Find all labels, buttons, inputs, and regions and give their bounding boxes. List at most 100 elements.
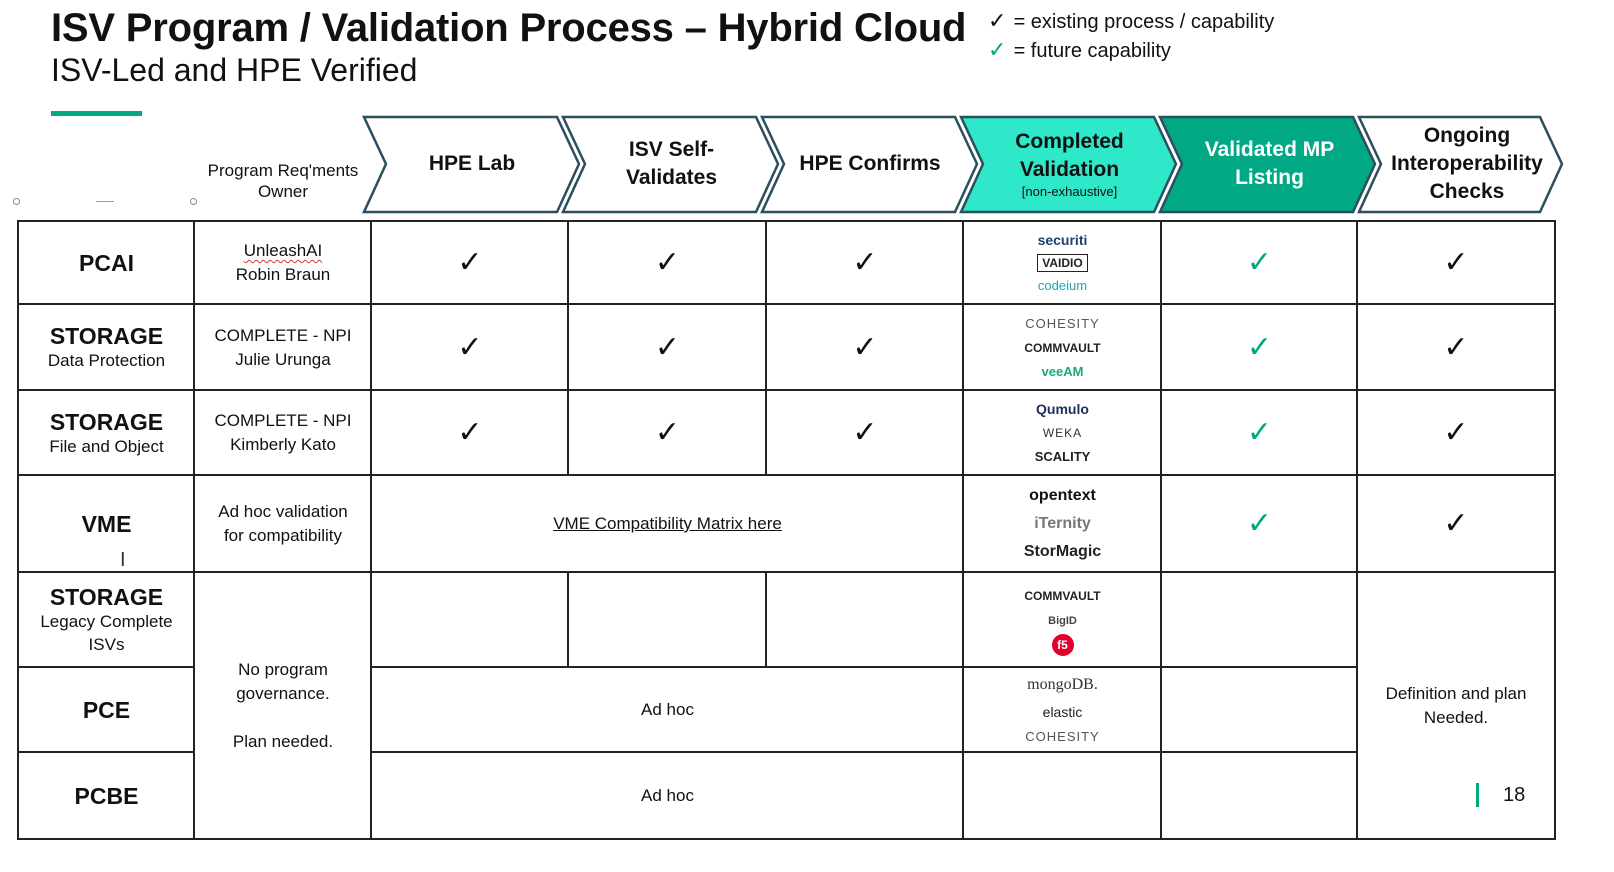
check-existing-icon: ✓ [852, 416, 878, 449]
logo-f5: f5 [1051, 634, 1074, 656]
process-chevrons [362, 115, 1564, 214]
check-existing-icon: ✓ [1443, 507, 1469, 540]
logo-cohesity: COHESITY [1025, 729, 1100, 744]
accent-bar [51, 111, 142, 116]
row-header-vme: VME [19, 476, 194, 572]
logo-veeam: veeAM [1041, 363, 1084, 379]
owner-cell-merged: No program governance. Plan needed. [195, 573, 371, 839]
chevron-ongoing [1357, 115, 1564, 214]
row-name: PCBE [74, 783, 139, 809]
handle-line [96, 201, 114, 202]
vme-compatibility-link[interactable]: VME Compatibility Matrix here [553, 514, 782, 533]
pce-span-cell: Ad hoc [641, 700, 694, 719]
row-name: STORAGE [49, 584, 164, 610]
logo-cohesity: COHESITY [1025, 315, 1100, 331]
owner-line: governance. [236, 684, 330, 703]
check-existing-icon: ✓ [852, 330, 878, 364]
owner-cell-pcai: UnleashAI Robin Braun [195, 222, 371, 304]
page-subtitle: ISV-Led and HPE Verified [51, 52, 418, 88]
owner-line: Plan needed. [232, 732, 334, 751]
logo-scality: SCALITY [1034, 449, 1091, 464]
legend-existing-label: = existing process / capability [1013, 11, 1275, 33]
check-existing-icon: ✓ [654, 330, 681, 364]
check-existing-icon: ✓ [1443, 416, 1469, 449]
owner-line: Kimberly Kato [230, 435, 336, 454]
check-future-icon: ✓ [1246, 330, 1273, 364]
owner-cell-vme: Ad hoc validation for compatibility [195, 476, 371, 572]
check-existing-icon: ✓ [654, 416, 681, 449]
chevron-validated-mp [1158, 115, 1377, 214]
pcbe-span-cell: Ad hoc [641, 786, 694, 805]
owner-line: Robin Braun [235, 265, 331, 284]
ongoing-cell-merged: Definition and plan Needed. [1358, 573, 1554, 839]
row-header-pcai: PCAI [19, 222, 194, 304]
logos-cell-storage-dp: COHESITY COMMVAULT veeAM [964, 305, 1161, 390]
logo-commvault: COMMVAULT [1024, 340, 1101, 355]
owner-line: Ad hoc validation [218, 502, 348, 521]
page-number: 18 [1503, 784, 1526, 806]
check-existing-icon: ✓ [457, 330, 483, 364]
owner-line: COMPLETE - NPI [214, 325, 352, 345]
chevron-isv-self [561, 115, 780, 214]
logo-mongodb: mongoDB. [1027, 676, 1098, 693]
logo-elastic: elastic [1042, 704, 1083, 720]
owner-line: for compatibility [223, 526, 343, 545]
logo-vaidio: VAIDIO [1037, 254, 1088, 272]
chevron-completed [959, 115, 1178, 214]
logo-securiti: securiti [1037, 232, 1088, 248]
check-existing-icon: ✓ [457, 416, 483, 449]
row-header-storage-legacy: STORAGE Legacy Complete ISVs [19, 573, 194, 667]
check-future-icon: ✓ [1246, 416, 1273, 449]
owner-line: No program [238, 660, 328, 679]
column-header-ongoing: Ongoing Interoperability Checks [1391, 124, 1543, 203]
owner-line: COMPLETE - NPI [214, 411, 352, 430]
logo-weka: WEKA [1042, 426, 1083, 440]
logo-commvault: COMMVAULT [1024, 589, 1101, 603]
row-sub: Legacy Complete ISVs [40, 612, 173, 654]
logos-cell-storage-fo: Qumulo WEKA SCALITY [964, 391, 1161, 475]
row-name: VME [81, 511, 132, 537]
chevron-hpe-lab [362, 115, 581, 214]
column-header-owner: Program Req'ments Owner [207, 161, 359, 201]
row-name: STORAGE [49, 408, 164, 435]
owner-line: UnleashAI [243, 241, 323, 260]
logo-iternity: iTernity [1034, 515, 1091, 532]
owner-cell-storage-fo: COMPLETE - NPI Kimberly Kato [195, 391, 371, 475]
legend-future-label: = future capability [1013, 40, 1171, 62]
legend-existing: ✓ = existing process / capability [988, 8, 1274, 34]
legend-future: ✓ = future capability [988, 37, 1171, 63]
check-existing-icon: ✓ [457, 246, 483, 279]
column-header-completed: Completed Validation [non-exhaustive] [992, 120, 1147, 208]
check-existing-icon: ✓ [1443, 330, 1469, 364]
logo-qumulo: Qumulo [1036, 401, 1089, 417]
check-future-icon: ✓ [988, 37, 1007, 62]
logos-cell-pce: mongoDB. elastic COHESITY [964, 668, 1161, 752]
ongoing-line: Needed. [1423, 708, 1489, 727]
check-future-icon: ✓ [1246, 507, 1273, 540]
owner-line: Julie Urunga [235, 349, 331, 369]
logo-opentext: opentext [1029, 487, 1096, 504]
owner-cell-storage-dp: COMPLETE - NPI Julie Urunga [195, 305, 371, 390]
ongoing-line: Definition and plan [1385, 684, 1527, 703]
check-existing-icon: ✓ [1443, 246, 1469, 279]
page-number-bar [1476, 783, 1479, 807]
row-sub: File and Object [49, 436, 164, 456]
page-title: ISV Program / Validation Process – Hybri… [51, 6, 967, 50]
logo-codeium: codeium [1037, 278, 1088, 293]
vme-matrix-cell: VME Compatibility Matrix here [372, 476, 963, 572]
logos-cell-vme: opentext iTernity StorMagic [964, 476, 1161, 572]
check-existing-icon: ✓ [654, 246, 681, 279]
column-header-validated-mp: Validated MP Listing [1204, 138, 1335, 189]
column-header-hpe-confirms: HPE Confirms [799, 152, 941, 175]
row-name: STORAGE [49, 323, 164, 349]
check-future-icon: ✓ [1246, 246, 1273, 279]
chevron-hpe-confirms [760, 115, 979, 214]
column-header-isv-self: ISV Self-Validates [625, 138, 718, 189]
column-header-hpe-lab: HPE Lab [428, 152, 516, 175]
row-header-pcbe: PCBE [19, 753, 194, 839]
handle-dot-icon[interactable] [190, 198, 197, 205]
handle-dot-icon[interactable] [13, 198, 20, 205]
logos-cell-pcai: securiti VAIDIO codeium [964, 222, 1161, 304]
row-header-pce: PCE [19, 668, 194, 752]
